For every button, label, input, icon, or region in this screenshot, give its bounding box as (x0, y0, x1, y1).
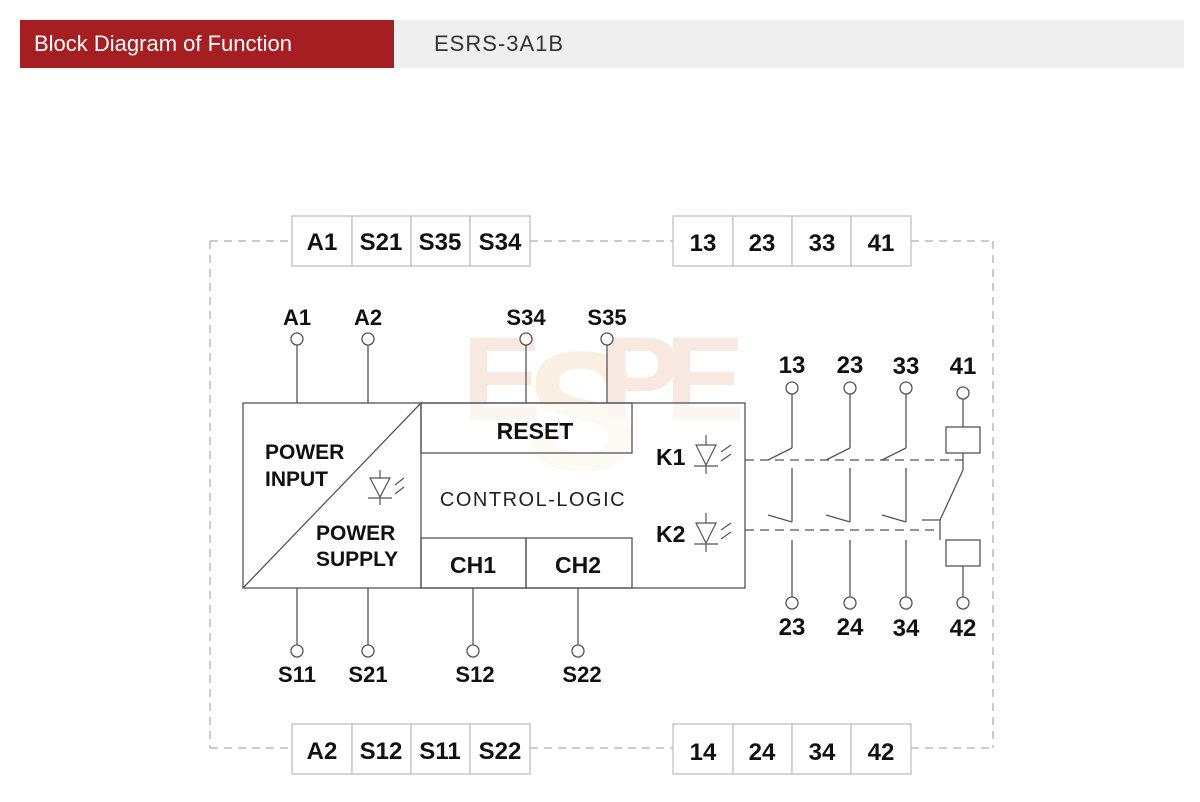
contact-top-33: 33 (893, 353, 920, 380)
model-bar: ESRS-3A1B (394, 20, 1184, 68)
terminal-bottom-right-1: 14 (690, 739, 717, 766)
terminal-bottom-left-3: S11 (419, 738, 460, 765)
contact-bottom-42: 42 (950, 615, 977, 642)
pin-top-a1: A1 (283, 305, 311, 330)
terminal-top-left-2: S21 (360, 229, 403, 256)
terminal-strip-top-right (672, 215, 912, 267)
terminal-top-left-1: A1 (307, 229, 338, 256)
terminal-strip-bottom-right (672, 723, 912, 775)
ch1-label: CH1 (450, 552, 496, 578)
relay-contacts (745, 381, 981, 610)
terminal-top-right-3: 33 (809, 230, 836, 257)
terminal-top-right-4: 41 (868, 230, 895, 257)
pin-bottom-s12: S12 (455, 662, 494, 687)
terminal-bottom-left-4: S22 (479, 738, 522, 765)
terminal-bottom-left-1: A2 (307, 738, 338, 765)
model-name: ESRS-3A1B (434, 31, 565, 56)
pin-leads (290, 332, 614, 658)
terminal-strip-bottom-left (291, 723, 531, 775)
terminal-top-left-3: S35 (419, 229, 462, 256)
contact-top-13: 13 (779, 352, 806, 379)
terminal-bottom-left-2: S12 (360, 738, 403, 765)
contact-bottom-34: 34 (893, 615, 920, 642)
main-block (242, 402, 746, 589)
k2-label: K2 (656, 521, 685, 547)
pin-top-s35: S35 (587, 305, 626, 330)
terminal-bottom-right-3: 34 (809, 739, 836, 766)
led-icon-power (368, 470, 405, 505)
pin-bottom-s21: S21 (348, 662, 387, 687)
k1-label: K1 (656, 444, 686, 470)
section-title-tab: Block Diagram of Function (20, 20, 394, 68)
control-logic-label: CONTROL-LOGIC (440, 489, 626, 511)
terminal-bottom-right-4: 42 (868, 739, 895, 766)
pin-bottom-s22: S22 (562, 662, 601, 687)
terminal-bottom-right-2: 24 (749, 739, 776, 766)
pin-bottom-s11: S11 (278, 662, 316, 687)
power-input-line2: INPUT (265, 468, 328, 491)
power-supply-line2: SUPPLY (316, 548, 398, 571)
terminal-strip-top-left (291, 215, 531, 267)
pin-top-s34: S34 (506, 305, 546, 330)
enclosure-outline (209, 240, 994, 749)
terminal-top-right-2: 23 (749, 230, 776, 257)
power-input-line1: POWER (265, 441, 344, 464)
pin-top-a2: A2 (354, 305, 382, 330)
contact-bottom-24: 24 (837, 614, 864, 641)
reset-block-label: RESET (497, 418, 574, 444)
contact-bottom-23: 23 (779, 614, 806, 641)
contact-top-41: 41 (950, 353, 977, 380)
led-icon-k1 (694, 435, 732, 474)
contact-top-23: 23 (837, 352, 864, 379)
power-supply-line1: POWER (316, 522, 395, 545)
ch2-label: CH2 (555, 552, 601, 578)
led-icon-k2 (694, 513, 732, 552)
terminal-top-right-1: 13 (690, 230, 717, 257)
terminal-top-left-4: S34 (479, 229, 522, 256)
section-title: Block Diagram of Function (34, 31, 292, 56)
